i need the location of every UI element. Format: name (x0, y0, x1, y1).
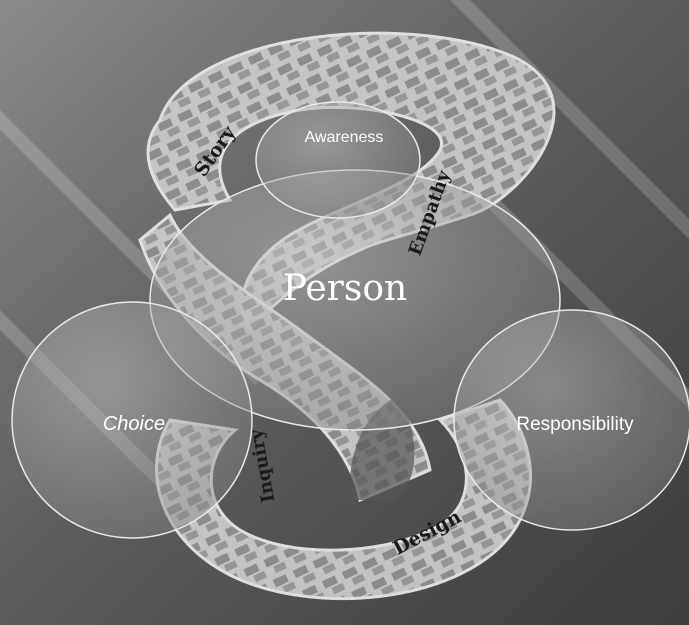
label-responsibility: Responsibility (516, 414, 634, 435)
circle-awareness (255, 101, 421, 219)
circle-choice (11, 301, 253, 539)
label-person: Person (283, 268, 407, 309)
label-awareness: Awareness (305, 129, 384, 146)
circle-responsibility (453, 309, 689, 531)
overlap-circles (11, 101, 689, 539)
label-choice: Choice (103, 413, 165, 435)
